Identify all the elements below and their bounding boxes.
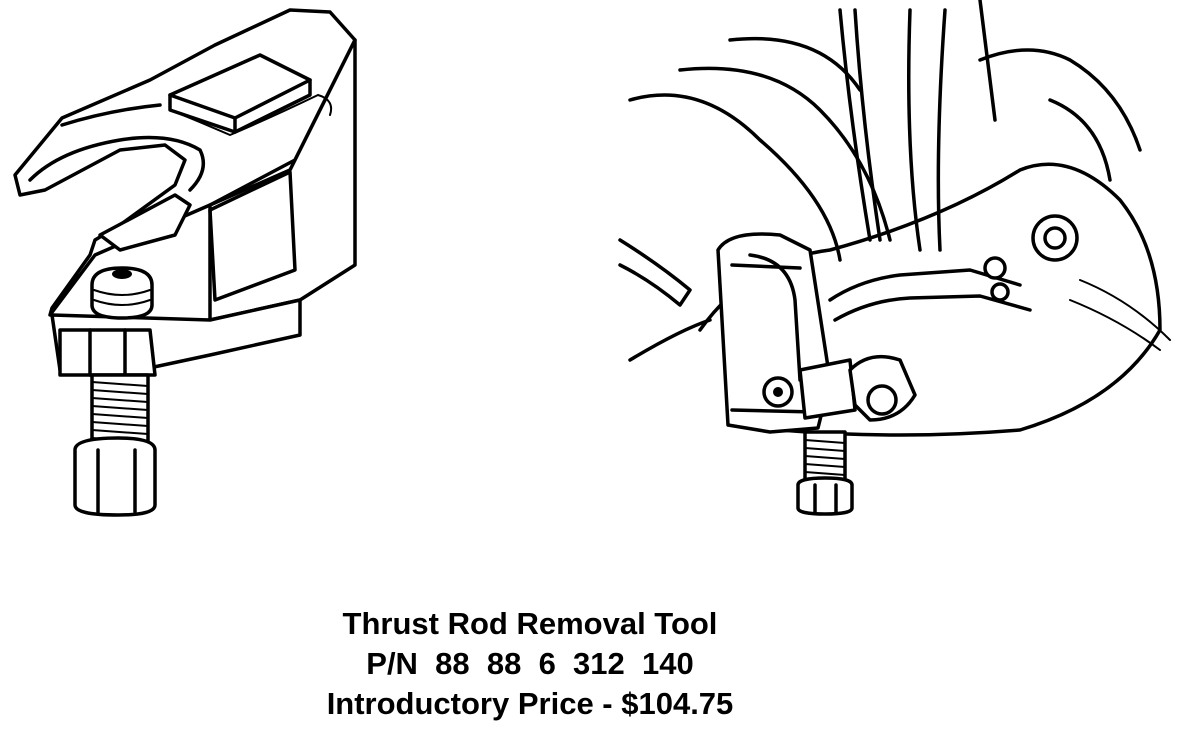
tool-hex-nut	[73, 436, 157, 517]
upper-mount-bolt	[1031, 214, 1079, 262]
tool-title: Thrust Rod Removal Tool	[342, 606, 718, 641]
arm-outline-1	[628, 93, 842, 262]
tool-window	[208, 170, 297, 302]
strut-rod	[838, 8, 872, 242]
tool-bolt-socket	[112, 269, 132, 279]
tool-hex-boss	[58, 328, 157, 377]
part-number: P/N 88 88 6 312 140	[366, 646, 694, 681]
brake-hose	[618, 238, 692, 307]
installation-drawing	[618, 0, 1171, 516]
installed-hex-nut	[796, 476, 854, 516]
knuckle-outline	[698, 162, 1162, 437]
installation-illustration	[600, 0, 1184, 540]
ball-joint	[798, 358, 857, 420]
introductory-price: Introductory Price - $104.75	[326, 686, 734, 721]
drive-shaft	[907, 8, 922, 252]
tool-weld-bead	[174, 93, 333, 137]
tool-illustration	[0, 0, 380, 540]
caption-block: Thrust Rod Removal Tool P/N 88 88 6 312 …	[0, 604, 1060, 724]
tool-drawing	[13, 8, 357, 517]
tool-bolt-cap	[90, 266, 154, 320]
